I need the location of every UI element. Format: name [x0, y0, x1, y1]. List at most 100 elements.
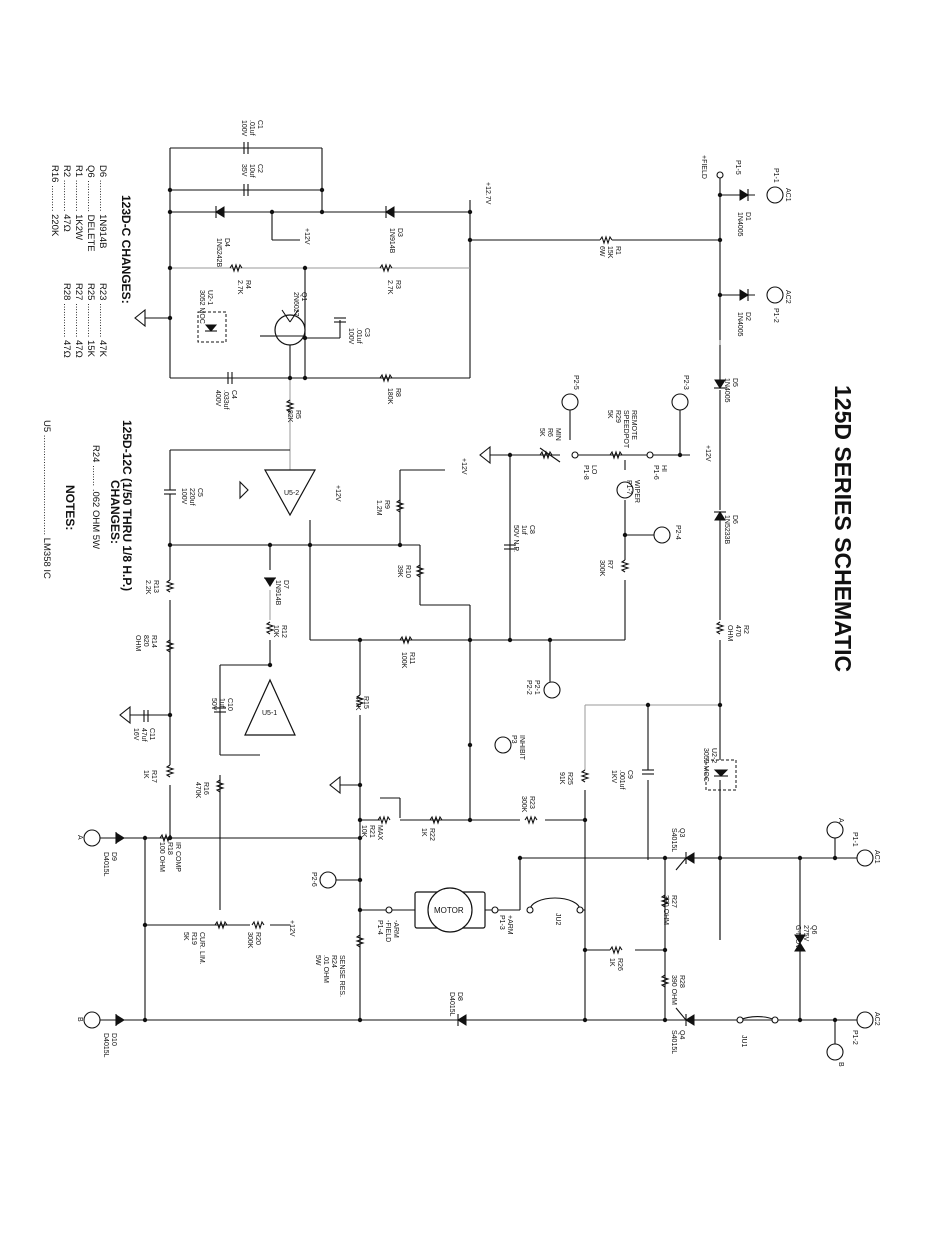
svg-text:.001uf: .001uf [618, 770, 625, 790]
capacitor-c3 [334, 317, 346, 323]
changes-125d12c-subheading: CHANGES: [108, 480, 122, 544]
resistor-r18 [159, 833, 173, 843]
svg-text:1K: 1K [420, 828, 427, 837]
svg-text:3052 MOC: 3052 MOC [702, 748, 709, 782]
terminal-ac1-right [856, 849, 874, 867]
diode-d5 [714, 379, 726, 389]
svg-text:P1-8: P1-8 [582, 465, 589, 480]
svg-text:1K: 1K [142, 770, 149, 779]
svg-text:C5: C5 [196, 488, 203, 497]
svg-text:S4015L: S4015L [670, 828, 677, 852]
svg-text:D6: D6 [731, 515, 738, 524]
svg-text:1KV: 1KV [610, 770, 617, 784]
diode-d10 [115, 1014, 125, 1026]
changes-row: R24 ........ .062 OHM 5W [90, 445, 101, 549]
label-b-left: B [76, 1017, 83, 1022]
label-p24: P2-4 [674, 525, 681, 540]
svg-text:1uf: 1uf [520, 525, 527, 535]
svg-text:82K: 82K [286, 410, 293, 423]
resistor-r7 [620, 559, 630, 573]
terminal-inhibit [494, 736, 512, 754]
svg-text:16V: 16V [132, 728, 139, 741]
label-r3: R32.7K [386, 280, 401, 295]
svg-text:P3: P3 [510, 735, 517, 744]
notes-block: NOTES: U5 ..............................… [41, 420, 77, 579]
capacitor-c2 [243, 184, 249, 196]
svg-text:35V: 35V [240, 164, 247, 177]
svg-text:R19: R19 [190, 932, 197, 945]
svg-text:Q4: Q4 [678, 1030, 685, 1039]
svg-text:D3: D3 [396, 228, 403, 237]
diode-d9 [115, 832, 125, 844]
capacitor-c4 [227, 372, 233, 384]
resistor-r23 [524, 815, 538, 825]
svg-text:1N4005: 1N4005 [736, 212, 743, 237]
label-p26: P2-6 [310, 872, 317, 887]
svg-text:R28: R28 [678, 975, 685, 988]
svg-text:D10: D10 [110, 1033, 117, 1046]
capacitor-c1 [243, 142, 249, 154]
diode-d7 [264, 577, 276, 587]
changes-123dc-heading: 123D-C CHANGES: [119, 195, 133, 304]
svg-text:100V: 100V [347, 328, 354, 345]
svg-text:100 OHM: 100 OHM [158, 842, 165, 872]
svg-text:REMOTE: REMOTE [630, 410, 637, 440]
svg-text:3052 MOC: 3052 MOC [198, 290, 205, 324]
label-b-right: B [837, 1062, 844, 1067]
svg-text:P2-1: P2-1 [533, 680, 540, 695]
svg-text:-ARM: -ARM [392, 920, 399, 938]
resistor-r14 [165, 639, 175, 653]
svg-text:+ARM: +ARM [506, 915, 513, 935]
svg-text:100V: 100V [240, 120, 247, 137]
opamp-u51-label: U5-1 [262, 710, 277, 717]
pot-r29 [609, 450, 623, 460]
svg-text:S4015L: S4015L [670, 1030, 677, 1054]
label-p12-top: P1-2 [772, 308, 779, 323]
label-ac2-top: AC2 [784, 290, 791, 304]
motor: MOTOR [414, 887, 486, 933]
diode-d4 [215, 206, 225, 218]
schematic-title: 125D SERIES SCHEMATIC [830, 385, 856, 672]
svg-text:R26: R26 [616, 958, 623, 971]
svg-text:1K: 1K [608, 958, 615, 967]
changes-125d12c-heading: 125D-12C (1/50 THRU 1/8 H.P.) [120, 420, 134, 591]
svg-text:OHM: OHM [134, 635, 141, 652]
svg-text:D4015L: D4015L [448, 992, 455, 1017]
svg-text:D4015L: D4015L [102, 1033, 109, 1058]
changes-row: D6 ............ 1N914B [97, 165, 108, 248]
diode-d8 [457, 1014, 467, 1026]
svg-text:50V N.P.: 50V N.P. [512, 525, 519, 552]
svg-text:U2-2: U2-2 [710, 748, 717, 763]
svg-text:47uf: 47uf [140, 728, 147, 742]
resistor-r25 [580, 769, 590, 783]
svg-text:R14: R14 [150, 635, 157, 648]
resistor-r27 [660, 894, 670, 908]
changes-123dc: 123D-C CHANGES: D6 ............ 1N914B Q… [49, 165, 133, 358]
label-r9: R91.2M [375, 500, 390, 516]
svg-text:R7: R7 [606, 560, 613, 569]
resistor-r16 [215, 779, 225, 793]
svg-text:5K: 5K [182, 932, 189, 941]
changes-row: Q6 ............ DELETE [85, 165, 96, 252]
svg-text:IR COMP: IR COMP [174, 842, 181, 872]
capacitor-c11 [143, 710, 149, 722]
svg-text:1N914B: 1N914B [274, 580, 281, 606]
svg-text:.01uf: .01uf [248, 120, 255, 136]
